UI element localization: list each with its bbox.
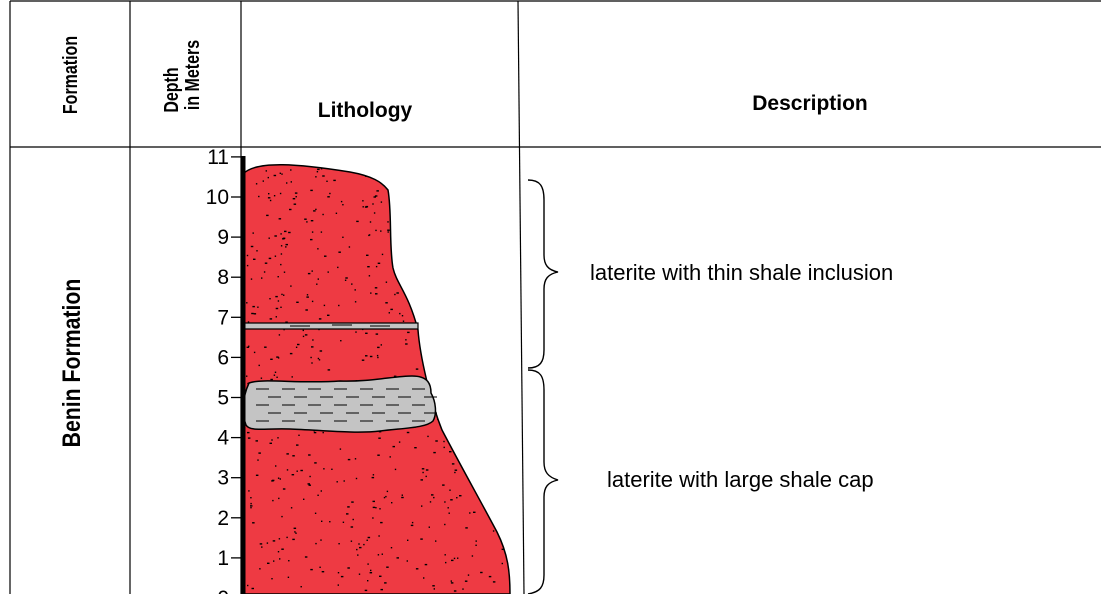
- upper-interval-brace: [528, 180, 558, 368]
- depth-tick-label: 5: [217, 387, 229, 410]
- depth-tick-label: 8: [217, 266, 229, 289]
- depth-tick-label: 0: [217, 587, 229, 594]
- depth-tick-label: 2: [217, 507, 229, 530]
- depth-tick-label: 4: [217, 427, 229, 450]
- lower-interval-brace: [528, 370, 558, 594]
- formation-header: Formation: [59, 36, 81, 114]
- depth-tick-label: 6: [217, 346, 229, 369]
- lithology-header: Lithology: [318, 99, 413, 122]
- lower-description: laterite with large shale cap: [607, 467, 874, 492]
- depth-tick-label: 7: [217, 306, 229, 329]
- depth-tick-label: 11: [207, 146, 229, 169]
- depth-tick-label: 10: [206, 186, 229, 209]
- description-header: Description: [752, 92, 868, 115]
- depth-header-line1: Depth: [160, 67, 182, 112]
- upper-description: laterite with thin shale inclusion: [590, 260, 893, 285]
- lithology-column: [243, 156, 512, 594]
- large-shale-cap: [243, 376, 437, 432]
- depth-header-line2: in Meters: [181, 40, 203, 110]
- depth-axis: 0 1 2 3 4 5 6 7 8 9 10 11: [206, 146, 243, 594]
- thin-shale-inclusion: [243, 323, 418, 329]
- formation-name: Benin Formation: [57, 279, 85, 448]
- depth-tick-label: 3: [217, 467, 229, 490]
- depth-tick-label: 1: [217, 547, 229, 570]
- depth-tick-label: 9: [217, 226, 229, 249]
